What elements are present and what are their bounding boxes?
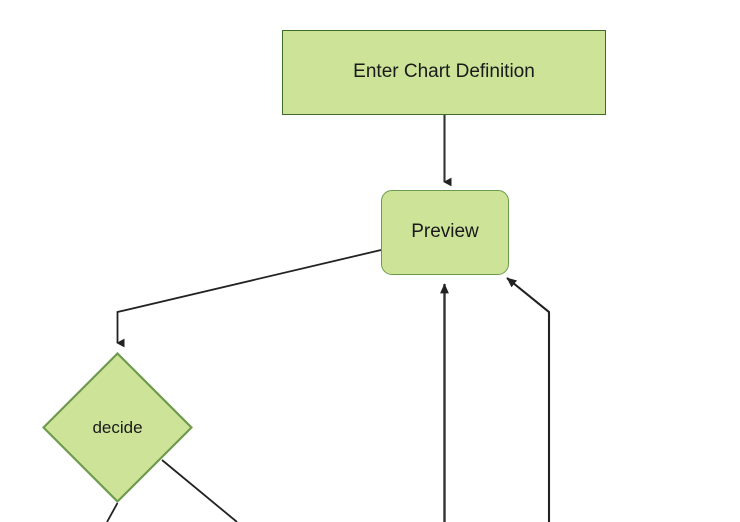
edge-decide-bottom-out <box>106 502 119 522</box>
node-enter-chart-definition[interactable]: Enter Chart Definition <box>282 30 606 115</box>
node-label: decide <box>92 417 143 437</box>
node-decide-label-wrap: decide <box>42 352 193 503</box>
node-label: Preview <box>411 221 479 243</box>
edge-bottom-right-to-preview <box>506 277 551 522</box>
node-label: Enter Chart Definition <box>353 61 535 83</box>
node-preview[interactable]: Preview <box>381 190 509 275</box>
edge-preview-to-decide <box>116 249 382 348</box>
